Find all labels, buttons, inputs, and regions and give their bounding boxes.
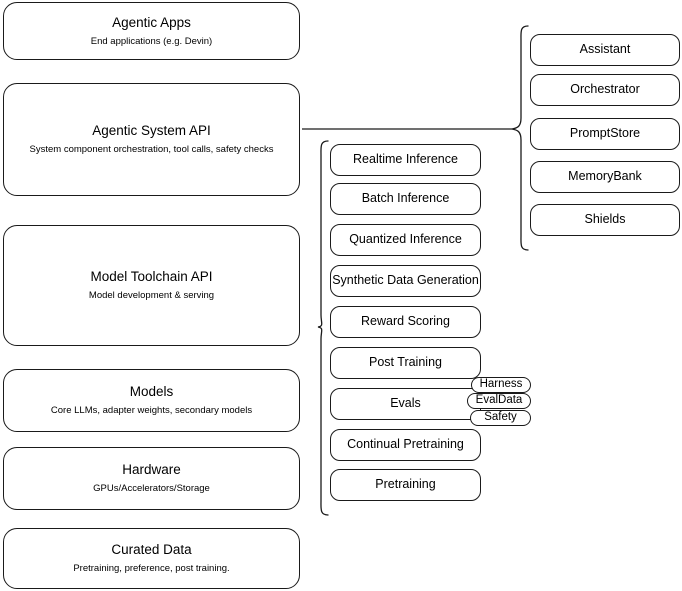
layer-box-curated-data[interactable]: Curated Data Pretraining, preference, po… [3,528,300,589]
layer-box-agentic-apps[interactable]: Agentic Apps End applications (e.g. Devi… [3,2,300,60]
eval-tag-safety[interactable]: Safety [470,410,531,426]
layer-box-hardware[interactable]: Hardware GPUs/Accelerators/Storage [3,447,300,510]
eval-tag-evaldata[interactable]: EvalData [467,393,531,409]
layer-subtitle: End applications (e.g. Devin) [90,35,213,47]
capability-label: Post Training [369,355,442,370]
layer-subtitle: Model development & serving [88,290,215,301]
eval-tag-label: EvalData [475,394,523,407]
layer-subtitle: GPUs/Accelerators/Storage [93,483,210,494]
layer-subtitle: Core LLMs, adapter weights, secondary mo… [50,405,253,416]
capability-label: Continual Pretraining [347,437,464,452]
layer-title: Model Toolchain API [90,269,213,285]
capability-box-pretraining[interactable]: Pretraining [330,469,481,501]
component-label: Orchestrator [570,82,640,97]
eval-tag-label: Harness [479,378,523,391]
eval-tag-harness[interactable]: Harness [471,377,531,393]
capability-box-synthetic-data-generation[interactable]: Synthetic Data Generation [330,265,481,297]
component-label: MemoryBank [568,169,642,184]
layer-title: Agentic Apps [112,14,191,30]
layer-title: Agentic System API [92,123,211,139]
capability-box-evals[interactable]: Evals [330,388,481,420]
layer-title: Curated Data [111,542,192,558]
capability-label: Quantized Inference [349,232,462,247]
capability-label: Synthetic Data Generation [332,273,479,288]
capability-label: Reward Scoring [361,314,450,329]
component-label: Shields [584,212,626,227]
component-label: Assistant [579,42,631,57]
capability-box-continual-pretraining[interactable]: Continual Pretraining [330,429,481,461]
capability-box-post-training[interactable]: Post Training [330,347,481,379]
layer-title: Hardware [122,462,181,478]
capability-box-batch-inference[interactable]: Batch Inference [330,183,481,215]
component-box-memorybank[interactable]: MemoryBank [530,161,680,193]
component-label: PromptStore [569,126,641,141]
layer-subtitle: System component orchestration, tool cal… [29,144,274,155]
component-box-promptstore[interactable]: PromptStore [530,118,680,150]
capability-box-quantized-inference[interactable]: Quantized Inference [330,224,481,256]
capability-box-realtime-inference[interactable]: Realtime Inference [330,144,481,176]
capability-label: Batch Inference [361,191,450,206]
brace-agentic-components [511,25,529,251]
brace-toolchain-capabilities [317,140,329,516]
eval-tag-label: Safety [484,411,517,424]
capability-label: Realtime Inference [353,152,458,167]
capability-box-reward-scoring[interactable]: Reward Scoring [330,306,481,338]
layer-title: Models [129,384,174,400]
component-box-orchestrator[interactable]: Orchestrator [530,74,680,106]
layer-box-agentic-system-api[interactable]: Agentic System API System component orch… [3,83,300,196]
capability-label: Pretraining [375,477,436,492]
layer-subtitle: Pretraining, preference, post training. [73,563,230,574]
capability-label: Evals [390,396,421,411]
layer-box-model-toolchain-api[interactable]: Model Toolchain API Model development & … [3,225,300,346]
component-box-assistant[interactable]: Assistant [530,34,680,66]
layer-box-models[interactable]: Models Core LLMs, adapter weights, secon… [3,369,300,432]
component-box-shields[interactable]: Shields [530,204,680,236]
